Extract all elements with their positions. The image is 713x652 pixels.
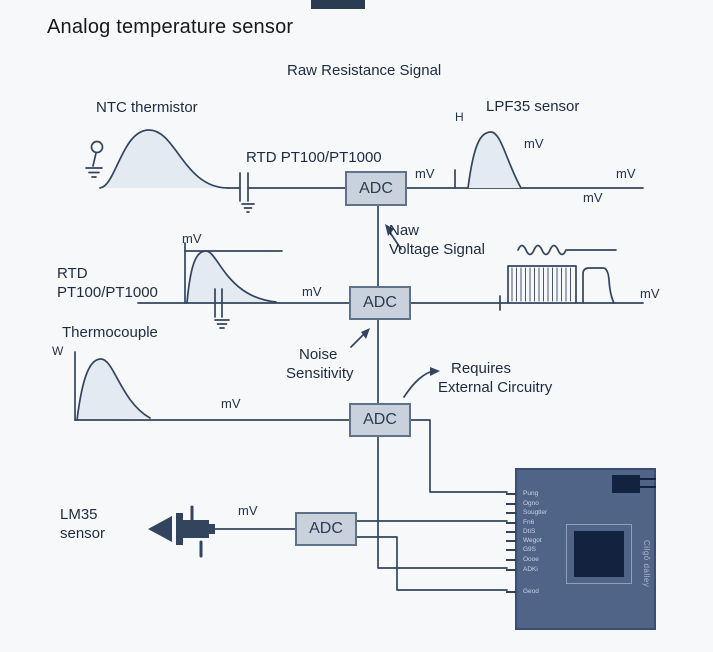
rtd-top-label: RTD PT100/PT1000 — [246, 149, 382, 166]
chip-pin — [506, 503, 517, 505]
lm35-sensor-icon — [148, 513, 215, 545]
mv-label: mV — [583, 190, 603, 205]
requires-arrow — [403, 367, 440, 398]
ntc-source-icon — [85, 140, 104, 178]
chip-pin-label: Ogno — [523, 500, 539, 507]
thermocouple-label: Thermocouple — [62, 324, 158, 341]
chip-pin-label: G9S — [523, 546, 537, 553]
lpf35-label: LPF35 sensor — [486, 98, 580, 115]
chip-pin-label: Oooe — [523, 556, 539, 563]
mv-label: mV — [640, 286, 660, 301]
noise-label-1: Noise — [299, 346, 338, 363]
capacitor-ground-icon — [239, 172, 255, 213]
pulse-waveform — [507, 244, 617, 304]
chip-secondary-leg — [640, 486, 656, 488]
chip-secondary-component — [612, 475, 640, 493]
lm35-label-1: LM35 — [60, 506, 98, 523]
mv-label: mV — [238, 503, 258, 518]
raw-resistance-label: Raw Resistance Signal — [287, 62, 442, 79]
chip-pin — [506, 512, 517, 514]
mv-label: mV — [524, 136, 544, 151]
chip-pin-label: Sougtler — [523, 509, 548, 516]
lm35-pins — [190, 505, 203, 558]
page-title-text: Analog temperature sensor — [47, 16, 294, 38]
requires-label-1: Requires — [451, 360, 512, 377]
chip-pin — [506, 522, 517, 524]
chip-pin — [506, 591, 517, 593]
mv-label: mV — [616, 166, 636, 181]
chip-die-frame — [566, 524, 632, 584]
chip-pin — [506, 569, 517, 571]
chip-pin-label: ADKi — [523, 566, 538, 573]
noise-arrow — [350, 328, 370, 348]
lpf-waveform — [467, 131, 522, 189]
lm35-label-2: sensor — [60, 525, 106, 542]
chip-pin-label: Wegot — [523, 537, 542, 544]
rtd-mini-plot — [184, 242, 283, 304]
chip-pin — [506, 540, 517, 542]
requires-label-2: External Circuitry — [438, 379, 553, 396]
row2-wire-right — [410, 295, 644, 311]
chip-pin — [506, 549, 517, 551]
chip-pin-label: Geod — [523, 588, 539, 595]
adc-box-4: ADC — [295, 512, 357, 546]
adc3-down-wire — [377, 436, 508, 569]
chip-side-label: Cilgô dalley — [642, 540, 651, 588]
adc-box-3: ADC — [349, 403, 411, 437]
rtd-left-label-1: RTD — [57, 265, 88, 282]
adc3-to-chip-wire — [410, 419, 508, 493]
ntc-label: NTC thermistor — [96, 99, 198, 116]
row2-capacitor-ground-icon — [214, 288, 230, 329]
naw-arrow — [385, 224, 402, 250]
chip-pin-label: DtiS — [523, 528, 536, 535]
chip-pin — [506, 531, 517, 533]
axis-w-label: W — [52, 344, 64, 358]
chip-secondary-leg — [640, 478, 656, 480]
naw-voltage-label-1: Naw — [389, 222, 420, 239]
chip-pin-label: Pung — [523, 490, 539, 497]
chip-pin — [506, 559, 517, 561]
axis-h-label: H — [455, 110, 464, 124]
ntc-waveform — [99, 129, 229, 189]
mv-label: mV — [221, 396, 241, 411]
noise-label-2: Sensitivity — [286, 365, 354, 382]
rtd-left-label-2: PT100/PT1000 — [57, 284, 158, 301]
microcontroller-chip: Pung Ogno Sougtler Fn6 DtiS Wegot G9S Oo… — [506, 468, 656, 630]
chip-die — [574, 531, 624, 577]
chip-pin — [506, 493, 517, 495]
adc4-out-wires — [356, 520, 508, 591]
adc-box-1: ADC — [345, 171, 407, 206]
naw-voltage-label-2: Voltage Signal — [389, 241, 485, 258]
top-crop-artifact — [311, 0, 365, 9]
adc-box-2: ADC — [349, 286, 411, 320]
mv-label: mV — [302, 284, 322, 299]
chip-pin-label: Fn6 — [523, 519, 535, 526]
thermocouple-waveform — [76, 358, 151, 421]
mv-label: mV — [415, 166, 435, 181]
mv-label: mV — [182, 231, 202, 246]
